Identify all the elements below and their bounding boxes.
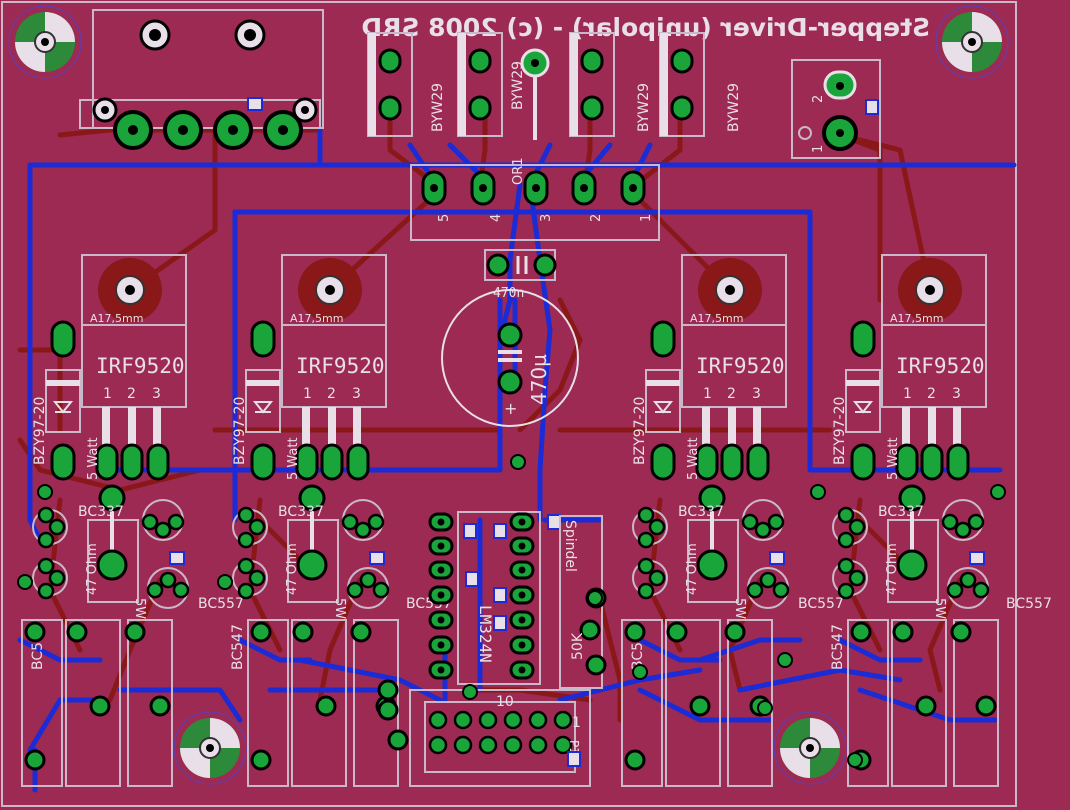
connector-pin-label: 4 — [489, 214, 504, 222]
ic-part: LM324N — [476, 605, 495, 663]
capacitor-value: 470µ — [527, 354, 551, 405]
connector-pin-label: 5 — [437, 214, 452, 222]
diode-byw29-1: BYW29 — [367, 32, 446, 137]
heatsink-label: A17,5mm — [290, 312, 343, 325]
zener-1: BZY97-20 5 Watt — [32, 320, 101, 481]
zener-label: BZY97-20 — [632, 397, 648, 465]
zener-4: BZY97-20 5 Watt — [832, 320, 901, 481]
header-10pin: 10 1 P1 — [377, 679, 591, 787]
pot-label: Spindel — [562, 520, 578, 572]
power-rating: 5 Watt — [86, 437, 101, 480]
mosfet-pin: 1 — [703, 386, 712, 402]
capacitor-value: 470n — [493, 286, 524, 301]
mosfet-pin: 2 — [927, 386, 936, 402]
connector-pin-label: 2 — [589, 214, 604, 222]
diode-label: BYW29 — [726, 83, 742, 132]
mosfet-pin: 2 — [127, 386, 136, 402]
mosfet-pin: 3 — [352, 386, 361, 402]
diode-label: BYW29 — [636, 83, 652, 132]
driver-stage-4: BC337 BC557 BC547 47 Ohm 5W — [830, 484, 1052, 670]
mosfet-4: A17,5mm IRF9520 1 2 3 — [881, 254, 987, 481]
mosfet-pin: 1 — [903, 386, 912, 402]
zener-label: BZY97-20 — [232, 397, 248, 465]
transistor-label: BC337 — [78, 504, 124, 520]
ic-lm324n: LM324N — [428, 511, 561, 685]
mosfet-2: A17,5mm IRF9520 1 2 3 — [281, 254, 387, 481]
power-connector — [79, 9, 324, 150]
transistor-label: BC337 — [678, 504, 724, 520]
driver-stage-3: BC337 BC557 BC547 47 Ohm 5W — [630, 484, 844, 670]
diode-label: BYW29 — [430, 83, 446, 132]
transistor-label: BC557 — [798, 596, 844, 612]
mosfet-3: A17,5mm IRF9520 1 2 3 — [681, 254, 787, 481]
resistor-value: 47 Ohm — [685, 543, 700, 595]
zener-3: BZY97-20 5 Watt — [632, 320, 701, 481]
zener-2: BZY97-20 5 Watt — [232, 320, 301, 481]
resistor-value: 47 Ohm — [285, 543, 300, 595]
header-pin-count: 10 — [496, 694, 514, 710]
mosfet-part: IRF9520 — [96, 354, 185, 378]
connector-pin-label: 1 — [639, 214, 654, 222]
resistor-rating: 5W — [932, 598, 947, 619]
power-rating: 5 Watt — [686, 437, 701, 480]
mosfet-pin: 1 — [303, 386, 312, 402]
board-title: Stepper-Driver (unipolar) - (c) 2008 SRD — [361, 13, 930, 42]
heatsink-label: A17,5mm — [890, 312, 943, 325]
diode-label: BYW29 — [510, 61, 526, 110]
mosfet-pin: 3 — [152, 386, 161, 402]
driver-stage-1: BC337 BC557 BC547 47 Ohm 5W — [30, 484, 244, 670]
diode-byw29-2: BYW29 — [457, 32, 526, 137]
connector-or1: OR1 5 4 3 2 1 — [410, 157, 660, 241]
resistor-rating: 5W — [332, 598, 347, 619]
mosfet-part: IRF9520 — [696, 354, 785, 378]
resistor-rating: 5W — [132, 598, 147, 619]
zener-label: BZY97-20 — [32, 397, 48, 465]
capacitor-plus: + — [504, 399, 517, 418]
heatsink-label: A17,5mm — [690, 312, 743, 325]
mosfet-1: A17,5mm IRF9520 1 2 3 — [81, 254, 187, 481]
mosfet-part: IRF9520 — [296, 354, 385, 378]
mosfet-part: IRF9520 — [896, 354, 985, 378]
driver-stage-2: BC337 BC557 BC547 47 Ohm 5W — [230, 484, 452, 670]
terminal-block-right: 2 1 — [791, 59, 881, 159]
zener-label: BZY97-20 — [832, 397, 848, 465]
heatsink-label: A17,5mm — [90, 312, 143, 325]
transistor-label: BC337 — [878, 504, 924, 520]
mosfet-pin: 3 — [952, 386, 961, 402]
transistor-label: BC547 — [830, 624, 846, 670]
mosfet-pin: 2 — [727, 386, 736, 402]
resistor-array-1 — [21, 619, 173, 787]
resistor-value: 47 Ohm — [885, 543, 900, 595]
terminal-pin-label: 2 — [811, 95, 826, 103]
mounting-hole-bottom-left — [173, 711, 247, 785]
mounting-hole-top-right — [935, 5, 1009, 79]
diode-byw29-3: BYW29 — [569, 32, 652, 137]
board-outline — [1, 1, 1017, 807]
resistor-rating: 5W — [732, 598, 747, 619]
diode-byw29-4: BYW29 — [659, 32, 742, 137]
test-point — [520, 48, 550, 140]
connector-name: OR1 — [511, 157, 526, 185]
pot-value: 50K — [570, 632, 586, 660]
mosfet-pin: 2 — [327, 386, 336, 402]
capacitor-470u: + 470µ — [441, 289, 579, 427]
mounting-hole-top-left — [8, 5, 82, 79]
mosfet-pin: 1 — [103, 386, 112, 402]
resistor-value: 47 Ohm — [85, 543, 100, 595]
transistor-label: BC547 — [230, 624, 246, 670]
header-pin1: 1 — [572, 715, 581, 731]
mosfet-pin: 3 — [752, 386, 761, 402]
terminal-pin-label: 1 — [811, 145, 826, 153]
power-rating: 5 Watt — [286, 437, 301, 480]
connector-pin-label: 3 — [539, 214, 554, 222]
vias — [17, 454, 1006, 768]
resistor-array-3 — [621, 619, 773, 787]
transistor-label: BC557 — [1006, 596, 1052, 612]
power-rating: 5 Watt — [886, 437, 901, 480]
mounting-hole-bottom-right — [773, 711, 847, 785]
transistor-label: BC557 — [198, 596, 244, 612]
resistor-array-4 — [847, 619, 999, 787]
transistor-label: BC337 — [278, 504, 324, 520]
